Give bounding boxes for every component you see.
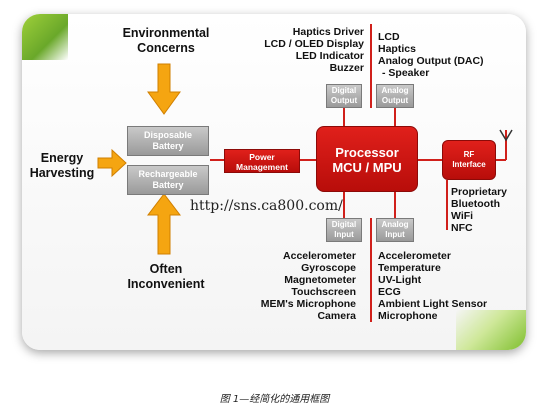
arrow-right-energy [97, 148, 127, 178]
list-item: Touchscreen [291, 286, 356, 298]
green-corner-accent [22, 14, 68, 60]
list-item: LCD / OLED Display [264, 38, 364, 50]
arrow-up-often [146, 193, 182, 255]
list-item: WiFi [451, 210, 474, 222]
bottom-separator-line [370, 218, 372, 322]
disposable-battery-box: Disposable Battery [127, 126, 209, 156]
analog-input-list: Accelerometer Temperature UV-Light ECG A… [378, 250, 518, 322]
digital-input-list: Accelerometer Gyroscope Magnetometer Tou… [232, 250, 356, 322]
list-item: Accelerometer [378, 250, 451, 262]
list-item: Microphone [378, 310, 438, 322]
often-inconvenient-label: Often Inconvenient [127, 262, 205, 291]
list-item: NFC [451, 222, 473, 234]
arrow-down-environmental [147, 63, 181, 115]
list-item: Buzzer [329, 62, 364, 74]
figure-caption: 图 1—经简化的通用框图 [219, 394, 330, 405]
list-item: Bluetooth [451, 198, 500, 210]
green-corner-accent-bottom [456, 310, 526, 350]
digital-input-port: Digital Input [326, 218, 362, 242]
analog-output-list: LCD Haptics Analog Output (DAC) - Speake… [378, 31, 518, 79]
list-item: Camera [317, 310, 356, 322]
power-management-box: Power Management [224, 149, 300, 173]
rf-separator-line [446, 180, 448, 230]
list-item: ECG [378, 286, 401, 298]
energy-harvesting-label: Energy Harvesting [29, 151, 95, 180]
list-item: Magnetometer [284, 274, 356, 286]
analog-input-connector [394, 192, 396, 218]
top-separator-line [370, 24, 372, 108]
digital-output-list: Haptics Driver LCD / OLED Display LED In… [248, 26, 364, 74]
list-item: Ambient Light Sensor [378, 298, 488, 310]
list-item: LCD [378, 31, 400, 43]
list-item: Proprietary [451, 186, 508, 198]
list-item: Accelerometer [283, 250, 356, 262]
list-item: UV-Light [378, 274, 422, 286]
digital-output-port: Digital Output [326, 84, 362, 108]
processor-subtitle: MCU / MPU [332, 160, 402, 175]
antenna-icon [496, 129, 513, 161]
diagram-frame [22, 14, 526, 350]
list-item: - Speaker [382, 67, 430, 79]
environmental-concerns-label: Environmental Concerns [122, 26, 210, 55]
list-item: MEM's Microphone [260, 298, 356, 310]
analog-output-connector [394, 108, 396, 126]
list-item: Haptics [378, 43, 416, 55]
rechargeable-battery-box: Rechargeable Battery [127, 165, 209, 195]
list-item: Temperature [378, 262, 441, 274]
list-item: Haptics Driver [292, 26, 364, 38]
rf-protocol-list: Proprietary Bluetooth WiFi NFC [451, 186, 521, 234]
list-item: Gyroscope [301, 262, 356, 274]
analog-output-port: Analog Output [376, 84, 414, 108]
list-item: Analog Output (DAC) [378, 55, 484, 67]
list-item: LED Indicator [295, 50, 364, 62]
rf-interface-box: RF Interface [442, 140, 496, 180]
processor-title: Processor [335, 145, 399, 160]
digital-input-connector [343, 192, 345, 218]
processor-box: Processor MCU / MPU [316, 126, 418, 192]
watermark-url: http://sns.ca800.com/ [190, 198, 343, 214]
analog-input-port: Analog Input [376, 218, 414, 242]
digital-output-connector [343, 108, 345, 126]
